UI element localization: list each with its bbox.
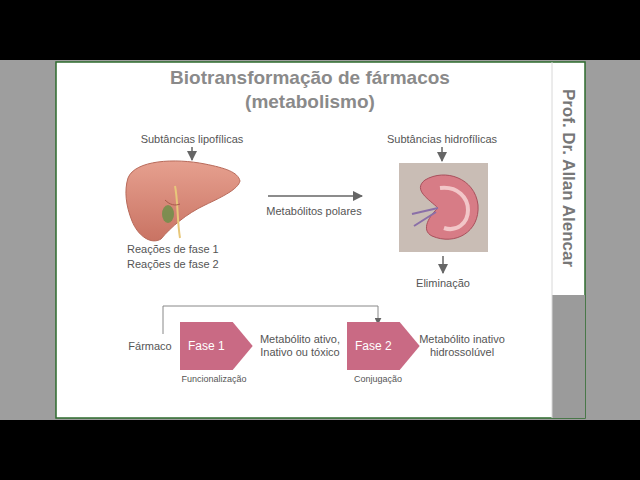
side-strip [552,295,585,418]
down-arrow [191,147,193,160]
phase-caption: Funcionalização [181,374,246,385]
phase-name: Fase 2 [355,339,392,353]
arrow-fill [347,322,420,370]
substance-label: Subtâncias hidrofílicas [387,133,497,146]
substance-label: Subtâncias lipofílicas [141,133,244,146]
liver-illustration [126,161,240,241]
metabolite-label: Metabólito ativo, Inativo ou tóxico [250,333,350,359]
arrow-label: Metabólitos polares [266,205,361,218]
slide-title: Biotransformação de fármacos (metabolism… [140,66,480,114]
output-label: Eliminação [416,277,470,290]
phase-arrow: Fase 2 [347,322,420,370]
input-label: Fármaco [128,340,171,353]
phase-arrow: Fase 1 [180,322,253,370]
reaction-label: Reações de fase 2 [127,258,219,271]
metabolite-label: Metabólito inativo hidrossolúvel [403,333,521,359]
phase-name: Fase 1 [188,339,225,353]
side-divider [552,62,553,418]
slide-panel [56,62,585,418]
gray-band [0,60,640,420]
down-arrow [442,256,444,273]
flow-arrow [268,195,362,197]
arrow-fill [180,322,253,370]
kidney-illustration [399,163,488,252]
phase-caption: Conjugação [354,374,402,385]
reaction-label: Reações de fase 1 [127,243,219,256]
down-arrow [441,147,443,161]
author-credit: Prof. Dr. Allan Alencar [558,89,578,267]
